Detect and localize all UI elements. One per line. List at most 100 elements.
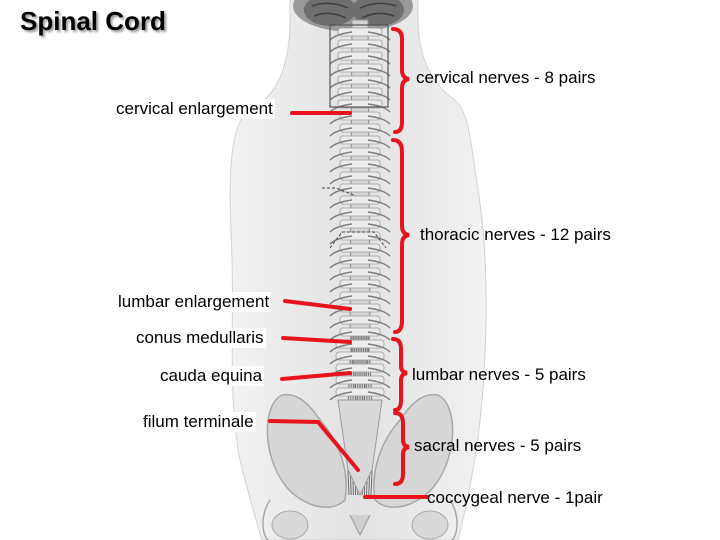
- spinal-nerve-right: [367, 367, 391, 377]
- spinal-nerve-left: [329, 271, 353, 281]
- spinal-nerve-left: [329, 175, 353, 185]
- pointer-cauda-equina: [280, 371, 352, 381]
- spinal-nerve-left: [329, 211, 353, 221]
- spinal-nerve-left: [329, 199, 353, 209]
- vertebra: [339, 231, 381, 241]
- spinal-nerve-left: [329, 43, 353, 53]
- vertebra: [337, 39, 383, 49]
- spinal-nerve-right: [367, 175, 391, 185]
- pointer-conus-medullaris: [281, 336, 352, 344]
- spinal-nerve-right: [367, 211, 391, 221]
- brain-cerebellum: [293, 0, 413, 32]
- vertebra: [337, 51, 383, 61]
- spinal-nerve-left: [329, 283, 353, 293]
- spinal-nerve-left: [329, 79, 353, 89]
- spinal-nerve-right: [367, 115, 391, 125]
- cervical-enlargement-box: [329, 24, 389, 108]
- spinal-nerve-right: [367, 199, 391, 209]
- vertebra: [335, 387, 385, 397]
- vertebra: [339, 147, 381, 157]
- vertebra: [339, 159, 381, 169]
- vertebra: [339, 243, 381, 253]
- spinal-nerve-left: [329, 223, 353, 233]
- vertebra: [339, 183, 381, 193]
- spinal-nerve-left: [329, 115, 353, 125]
- vertebra: [339, 255, 381, 265]
- spinal-nerve-right: [367, 187, 391, 197]
- vertebra: [339, 207, 381, 217]
- page-title: Spinal Cord: [20, 6, 166, 36]
- spinal-nerve-left: [329, 127, 353, 137]
- cervical-enlargement-label: cervical enlargement: [114, 99, 275, 119]
- cauda-equina-label: cauda equina: [158, 366, 265, 386]
- vertebra: [339, 171, 381, 181]
- spinal-nerve-right: [367, 43, 391, 53]
- cervical-nerves-label: cervical nerves - 8 pairs: [416, 68, 596, 87]
- vertebra: [337, 27, 383, 37]
- spinal-nerve-right: [367, 79, 391, 89]
- bracket-thoracic: [391, 138, 410, 334]
- spinal-nerve-right: [367, 127, 391, 137]
- spinal-nerve-right: [367, 379, 391, 389]
- spinal-nerve-right: [367, 283, 391, 293]
- spinal-nerve-right: [367, 271, 391, 281]
- spinal-nerve-right: [367, 235, 391, 245]
- vertebra: [337, 75, 383, 85]
- pointer-filum-terminale: [268, 419, 360, 472]
- spinal-nerve-left: [329, 55, 353, 65]
- spinal-nerve-right: [367, 151, 391, 161]
- vertebra: [335, 363, 385, 373]
- spinal-nerve-right: [367, 355, 391, 365]
- spinal-nerve-right: [367, 391, 391, 401]
- spinal-nerve-left: [329, 151, 353, 161]
- spinal-nerve-right: [367, 319, 391, 329]
- vertebra: [335, 375, 385, 385]
- spinal-nerve-left: [329, 67, 353, 77]
- vertebra: [339, 219, 381, 229]
- vertebra: [335, 351, 385, 361]
- spinal-nerve-left: [329, 295, 353, 305]
- spinal-nerve-right: [367, 163, 391, 173]
- spinal-nerve-left: [329, 343, 353, 353]
- spinal-nerve-left: [329, 187, 353, 197]
- vertebra: [337, 99, 383, 109]
- spinal-nerve-right: [367, 91, 391, 101]
- filum-terminale-label: filum terminale: [141, 412, 256, 432]
- vertebra: [339, 123, 381, 133]
- bracket-lumbar: [391, 337, 408, 412]
- thoracic-callout-lines: [322, 187, 387, 249]
- spinal-nerve-left: [329, 259, 353, 269]
- spinal-nerve-right: [367, 247, 391, 257]
- spinal-nerve-right: [367, 295, 391, 305]
- spinal-nerve-left: [329, 355, 353, 365]
- spinal-column: [329, 19, 391, 497]
- sacral-nerves-label: sacral nerves - 5 pairs: [414, 436, 582, 455]
- vertebra: [339, 135, 381, 145]
- lumbar-enlargement-label: lumbar enlargement: [116, 292, 272, 312]
- lumbar-nerves-label: lumbar nerves - 5 pairs: [412, 365, 586, 384]
- pointer-lines: [268, 111, 429, 499]
- spinal-nerve-left: [329, 247, 353, 257]
- spinal-nerve-left: [329, 139, 353, 149]
- spinal-nerve-right: [367, 331, 391, 341]
- spinal-nerve-left: [329, 235, 353, 245]
- spinal-nerve-left: [329, 319, 353, 329]
- vertebra: [339, 327, 381, 337]
- spinal-nerve-right: [367, 139, 391, 149]
- spinal-nerve-right: [367, 307, 391, 317]
- vertebra: [339, 267, 381, 277]
- spinal-nerve-right: [367, 259, 391, 269]
- vertebra: [337, 87, 383, 97]
- spinal-nerve-left: [329, 391, 353, 401]
- spinal-nerve-left: [329, 379, 353, 389]
- spinal-nerve-left: [329, 163, 353, 173]
- bracket-sacral: [393, 411, 410, 486]
- region-brackets: [391, 27, 410, 486]
- coccygeal-nerve-label: coccygeal nerve - 1pair: [427, 488, 603, 507]
- conus-medullaris-label: conus medullaris: [134, 328, 266, 348]
- spinal-nerve-right: [367, 55, 391, 65]
- vertebra: [339, 315, 381, 325]
- spinal-nerve-right: [367, 343, 391, 353]
- spinal-nerve-right: [367, 31, 391, 41]
